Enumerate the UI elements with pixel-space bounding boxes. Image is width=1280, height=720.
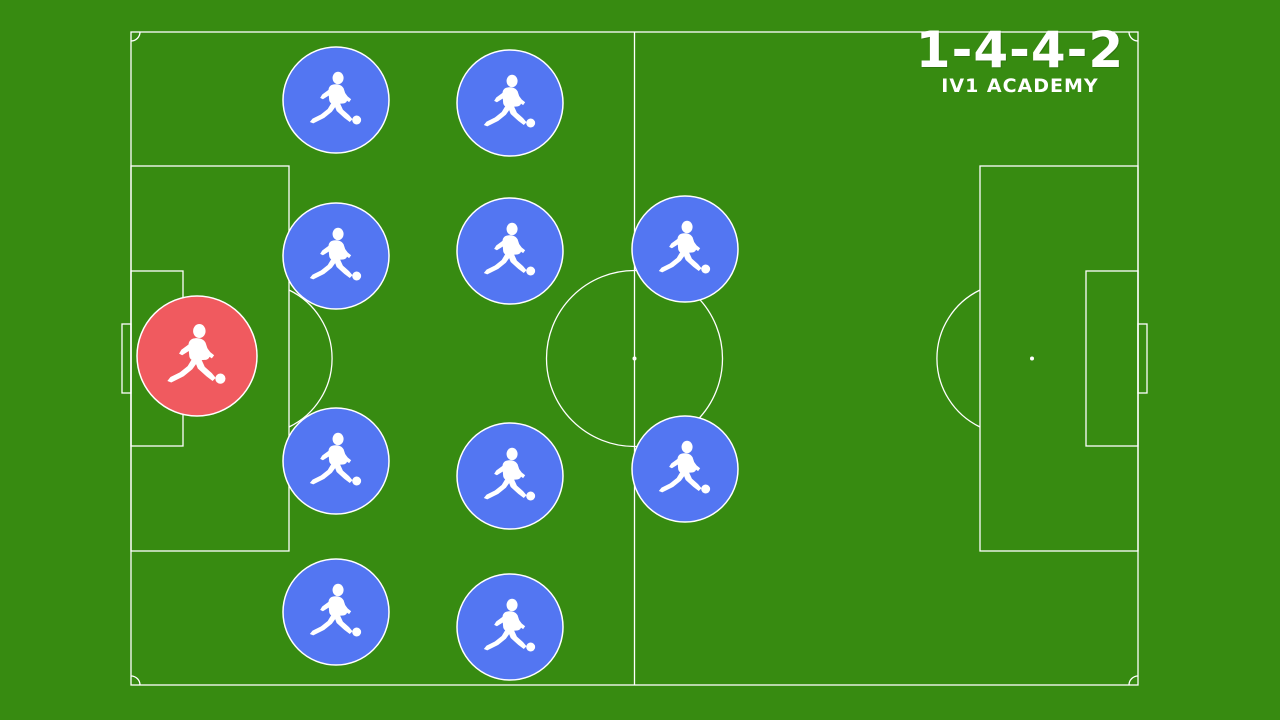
player-goalkeeper [136, 295, 258, 417]
player-midfielder-right [456, 573, 564, 681]
left-goal [121, 323, 132, 394]
player-defender-right [282, 558, 390, 666]
right-penalty-spot [1030, 356, 1034, 361]
formation-label: 1-4-4-2 [915, 21, 1125, 79]
player-midfielder-left [456, 49, 564, 157]
center-spot [632, 356, 637, 361]
right-goal [1137, 323, 1148, 394]
center-circle [545, 269, 724, 448]
right-penalty-arc [936, 289, 981, 428]
player-defender-right-center [282, 407, 390, 515]
corner-arc-top-left [130, 31, 141, 42]
left-penalty-arc [288, 289, 333, 428]
player-defender-left-center [282, 202, 390, 310]
title-block: 1-4-4-2 IV1 ACADEMY [900, 22, 1140, 96]
corner-arc-top-right [1128, 31, 1139, 42]
player-forward-left [631, 195, 739, 303]
right-penalty-area [979, 165, 1139, 552]
corner-arc-bottom-right [1128, 675, 1139, 686]
player-midfielder-left-center [456, 197, 564, 305]
corner-arc-bottom-left [130, 675, 141, 686]
player-midfielder-right-center [456, 422, 564, 530]
brand-logo-text: IV1 ACADEMY [941, 75, 1099, 97]
players-layer [136, 46, 739, 681]
player-defender-left [282, 46, 390, 154]
pitch-lines [121, 31, 1148, 686]
player-forward-right [631, 415, 739, 523]
right-goal-area [1085, 270, 1139, 447]
